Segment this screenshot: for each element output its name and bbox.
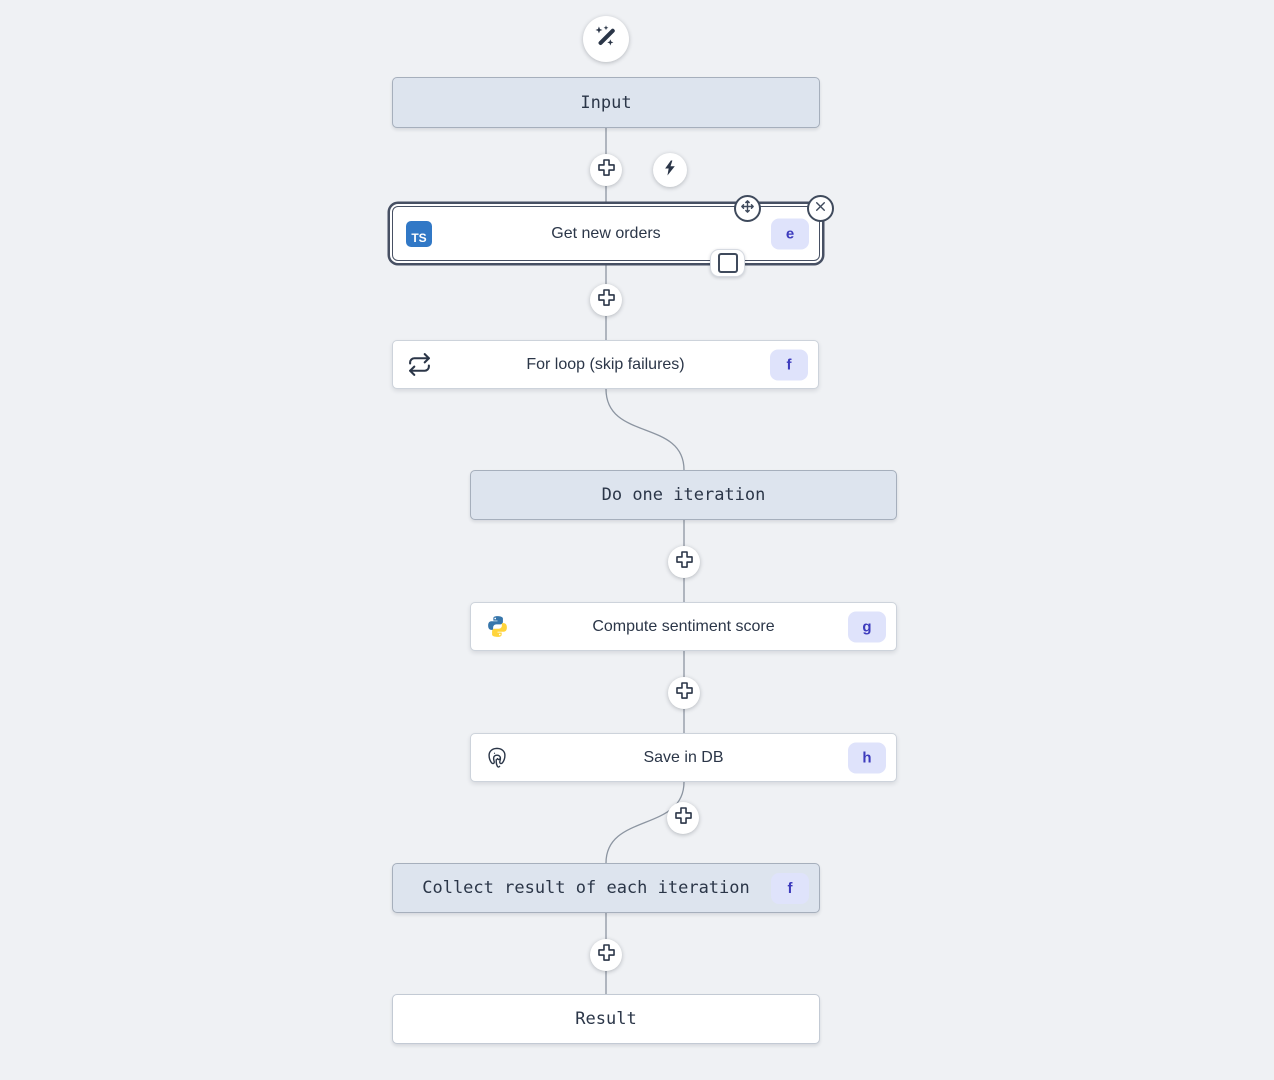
- plus-icon: [674, 806, 693, 830]
- insert-step-button[interactable]: [590, 284, 622, 316]
- insert-step-button[interactable]: [590, 154, 622, 186]
- plus-icon: [597, 288, 616, 312]
- node-label: Input: [580, 92, 632, 113]
- edge-for-loop-to-iteration: [605, 388, 685, 471]
- node-id-badge: f: [771, 872, 809, 904]
- close-icon: [814, 200, 827, 218]
- node-id-badge: h: [848, 742, 886, 773]
- flow-node-save-in-db[interactable]: Save in DB h: [470, 733, 897, 782]
- lightning-bolt-icon: [661, 159, 679, 182]
- square-checkbox-icon: [717, 253, 738, 273]
- node-id-badge: f: [770, 349, 808, 380]
- node-id-badge: e: [771, 218, 809, 249]
- node-label: Do one iteration: [601, 485, 766, 505]
- plus-icon: [675, 550, 694, 574]
- insert-step-button[interactable]: [668, 546, 700, 578]
- flow-node-for-loop[interactable]: For loop (skip failures) f: [392, 340, 819, 389]
- node-label: Collect result of each iteration: [422, 878, 750, 898]
- select-node-checkbox[interactable]: [710, 249, 745, 277]
- typescript-icon: TS: [406, 220, 432, 247]
- move-node-handle[interactable]: [734, 195, 761, 222]
- insert-step-button[interactable]: [668, 677, 700, 709]
- node-label: Compute sentiment score: [592, 617, 775, 635]
- python-icon: [484, 614, 510, 640]
- node-id-badge: g: [848, 611, 886, 642]
- flow-node-result[interactable]: Result: [392, 994, 820, 1044]
- flow-node-get-new-orders[interactable]: TS Get new orders e: [392, 195, 834, 277]
- flow-node-input[interactable]: Input: [392, 77, 820, 128]
- node-label: Result: [575, 1009, 637, 1029]
- magic-wand-sparkles-icon: [593, 24, 619, 55]
- remove-node-button[interactable]: [807, 195, 834, 222]
- ai-flow-builder-button[interactable]: [583, 16, 629, 62]
- flow-node-compute-sentiment-score[interactable]: Compute sentiment score g: [470, 602, 897, 651]
- insert-step-button[interactable]: [667, 802, 699, 834]
- insert-step-button[interactable]: [590, 939, 622, 971]
- node-label: Save in DB: [643, 748, 724, 766]
- trigger-button[interactable]: [653, 153, 687, 187]
- flow-node-collect-result[interactable]: Collect result of each iteration f: [392, 863, 820, 913]
- repeat-loop-icon: [406, 352, 432, 378]
- node-label: For loop (skip failures): [526, 355, 685, 373]
- node-label: Get new orders: [551, 224, 661, 242]
- plus-icon: [675, 681, 694, 705]
- arrows-move-icon: [739, 198, 756, 220]
- flow-node-do-one-iteration[interactable]: Do one iteration: [470, 470, 897, 520]
- plus-icon: [597, 943, 616, 967]
- plus-icon: [597, 158, 616, 182]
- postgresql-icon: [484, 745, 510, 771]
